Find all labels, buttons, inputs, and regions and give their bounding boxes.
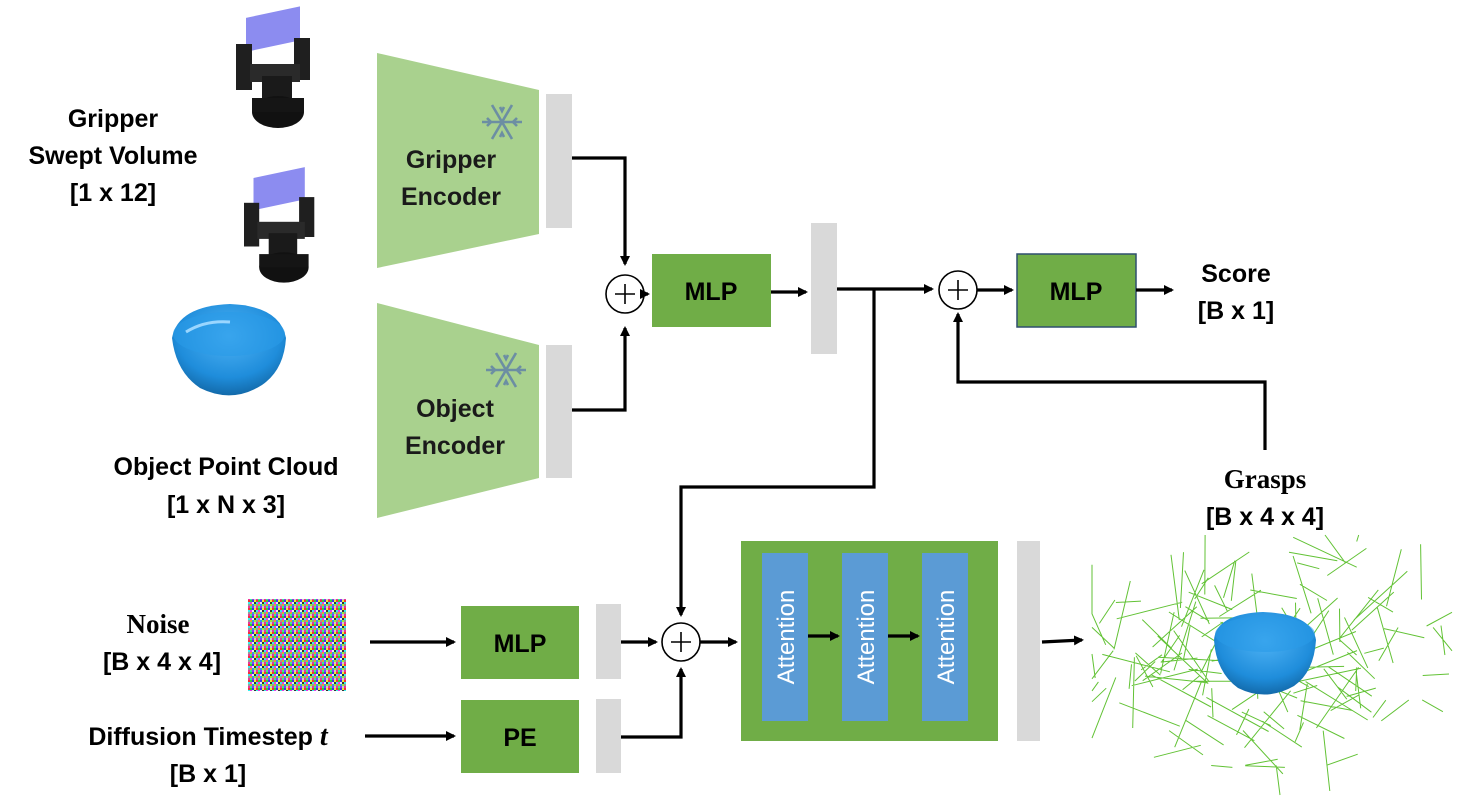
timestep-label-text: Diffusion Timestep — [88, 723, 320, 751]
grasps-output-label: Grasps [B x 4 x 4] — [1206, 464, 1324, 531]
noise-image — [248, 599, 346, 691]
gripper-encoder: Gripper Encoder — [377, 53, 539, 268]
fusion-mlp-label: MLP — [685, 278, 738, 306]
score-output-label: Score [B x 1] — [1198, 260, 1274, 325]
score-mlp-block: MLP — [1016, 253, 1137, 328]
attention-feature-bar — [1017, 541, 1040, 741]
noise-mlp-label: MLP — [494, 630, 547, 658]
gripper-to-sum-arrow — [572, 156, 630, 266]
grasps-shape-label: [B x 4 x 4] — [1206, 503, 1324, 531]
score-label: Score — [1201, 260, 1271, 288]
gripper-label-line2: Swept Volume — [28, 142, 197, 170]
grasps-to-score-sum-arrow — [953, 312, 1267, 450]
attention-block-3 — [922, 553, 968, 721]
sum-node-fusion — [605, 274, 645, 314]
pe-feature-to-sum-arrow — [621, 667, 686, 739]
gripper-image-2 — [244, 167, 315, 283]
timestep-input-label: Diffusion Timestep t [B x 1] — [88, 721, 329, 788]
object-shape-label: [1 x N x 3] — [167, 491, 285, 519]
object-label-line1: Object Point Cloud — [114, 453, 339, 481]
attention-block-2 — [842, 553, 888, 721]
object-feature-bar — [546, 345, 572, 478]
attention-label-3: Attention — [933, 590, 960, 685]
object-encoder: Object Encoder — [377, 303, 539, 518]
fusion-mlp-block: MLP — [652, 254, 771, 327]
feature-to-diffusion-arrow — [676, 289, 876, 617]
feature-to-grasps-arrow — [1041, 635, 1084, 646]
noise-input-label: Noise [B x 4 x 4] — [103, 609, 221, 676]
noise-feature-bar — [596, 604, 621, 679]
object-input-label: Object Point Cloud [1 x N x 3] — [114, 453, 339, 519]
grasps-label: Grasps — [1224, 464, 1307, 494]
snowflake-icon — [486, 352, 526, 388]
pe-label: PE — [503, 724, 536, 752]
gripper-shape-label: [1 x 12] — [70, 179, 156, 207]
gripper-feature-bar — [546, 94, 572, 228]
attention-label-1: Attention — [773, 590, 800, 685]
gripper-encoder-label-line1: Gripper — [406, 146, 497, 174]
svg-text:Diffusion Timestep t: Diffusion Timestep t — [88, 721, 329, 752]
grasps-visualization — [1091, 534, 1453, 796]
sum-node-diffusion — [661, 622, 701, 662]
attention-block-1 — [762, 553, 808, 721]
noise-mlp-block: MLP — [461, 606, 579, 679]
noise-label-line1: Noise — [127, 609, 190, 639]
score-shape-label: [B x 1] — [1198, 297, 1274, 325]
timestep-shape-label: [B x 1] — [170, 760, 246, 788]
fused-feature-bar — [811, 223, 837, 354]
object-encoder-label-line1: Object — [416, 395, 494, 423]
pe-feature-bar — [596, 699, 621, 773]
score-mlp-label: MLP — [1050, 278, 1103, 306]
bowl-image — [172, 304, 286, 396]
attention-label-2: Attention — [853, 590, 880, 685]
pe-block: PE — [461, 700, 579, 773]
gripper-encoder-label-line2: Encoder — [401, 183, 501, 211]
gripper-input-label: Gripper Swept Volume [1 x 12] — [28, 105, 197, 207]
object-encoder-label-line2: Encoder — [405, 432, 505, 460]
timestep-symbol: t — [320, 721, 329, 752]
object-to-sum-arrow — [572, 326, 630, 412]
grasp-pose-lines — [1091, 534, 1453, 796]
gripper-image-1 — [236, 6, 310, 129]
sum-node-score — [938, 270, 978, 310]
snowflake-icon — [482, 104, 522, 140]
noise-shape-label: [B x 4 x 4] — [103, 648, 221, 676]
gripper-label-line1: Gripper — [68, 105, 159, 133]
attention-stack: Attention Attention Attention — [741, 541, 998, 741]
